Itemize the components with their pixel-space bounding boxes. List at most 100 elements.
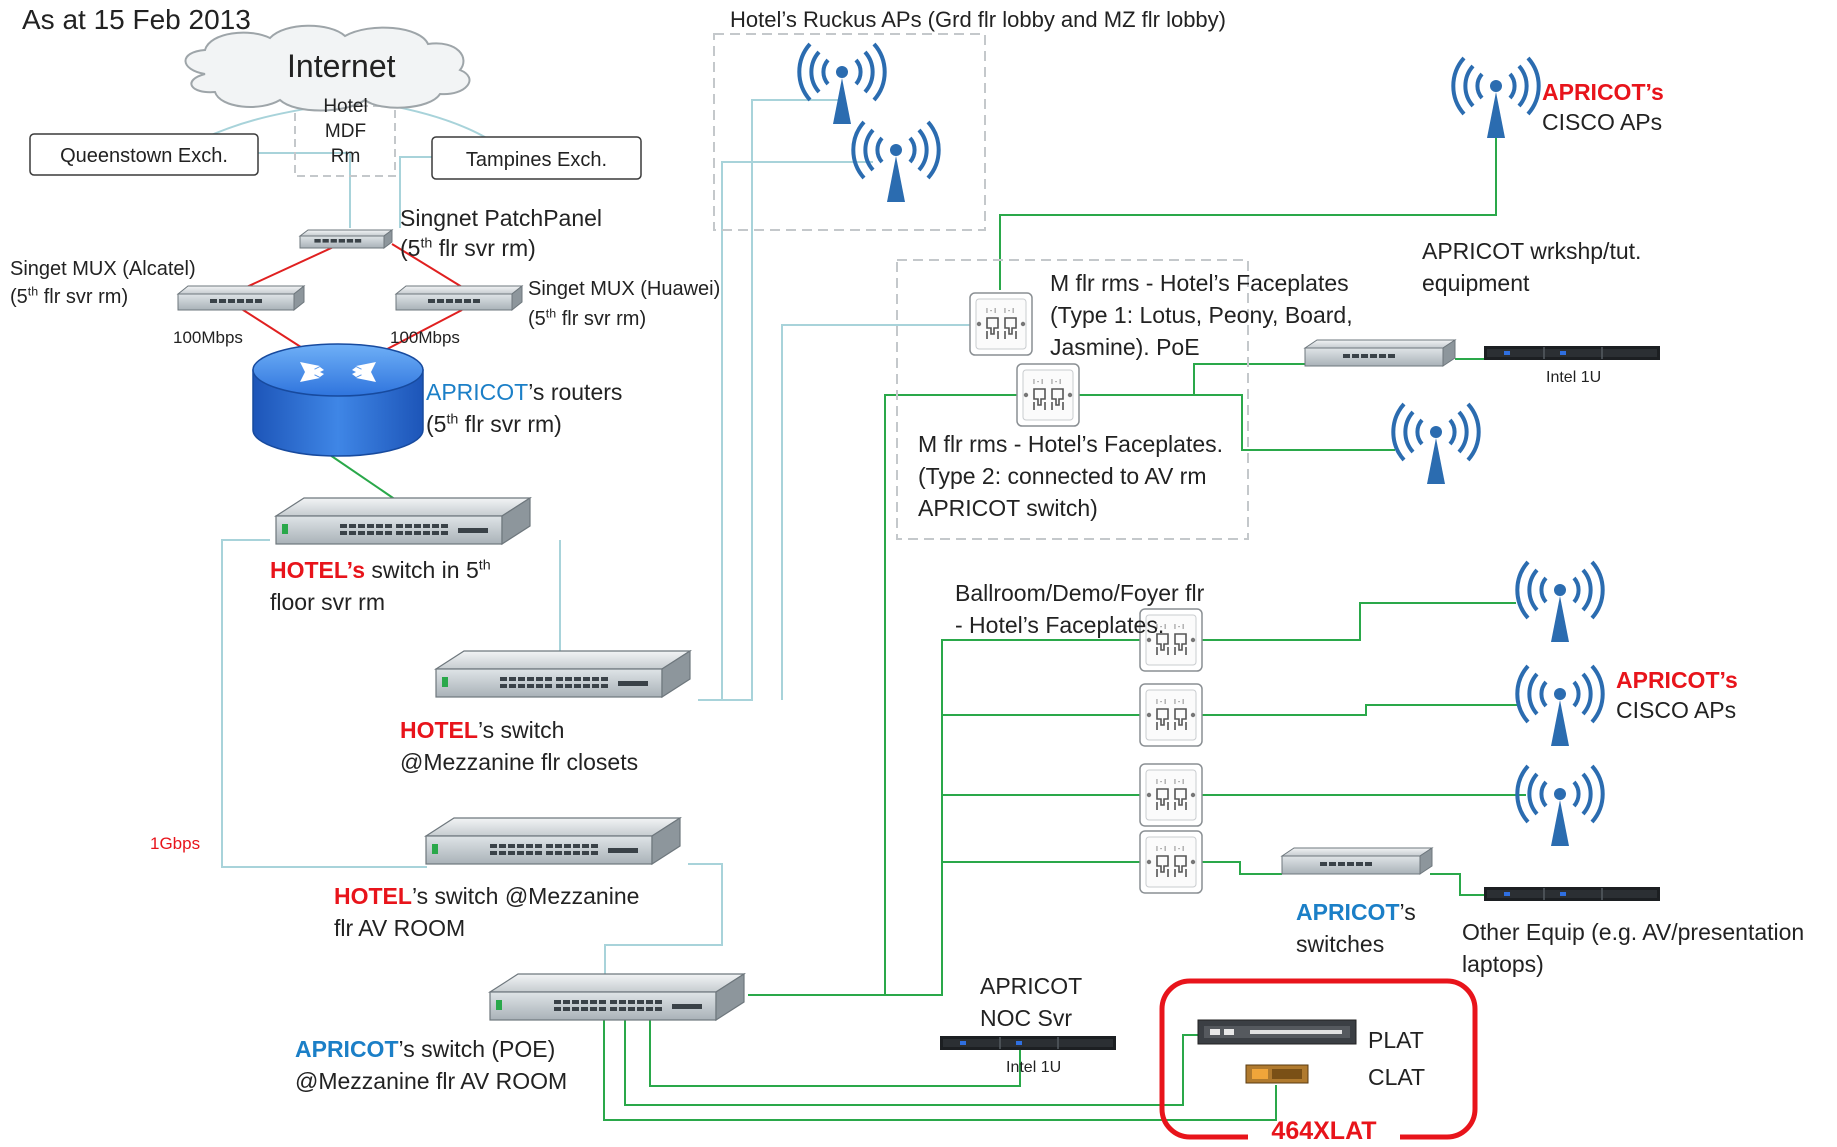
cisco-ap-icon-top [1451, 56, 1541, 140]
mux-huawei-name: Singet MUX (Huawei) [528, 278, 721, 300]
router-device [252, 343, 424, 457]
label-rest: ’s switch (POE) [398, 1036, 556, 1062]
noc-line: NOC Svr [980, 1005, 1072, 1031]
cisco-aps-mid-brand: APRICOT’s [1616, 667, 1738, 693]
apricot-switch-poe-device [487, 972, 747, 1022]
workshop-line: equipment [1422, 270, 1530, 296]
hotel-switch-av-device [423, 816, 683, 866]
cisco-ap-icon-ballroom-2 [1515, 664, 1605, 748]
brand-hotel: HOTEL [334, 883, 412, 909]
link-queenstown-mdf [258, 152, 351, 228]
faceplate-ballroom-3 [1139, 763, 1203, 827]
mux-alcatel-name: Singet MUX (Alcatel) [10, 258, 196, 280]
link-faceplate2-ap [1050, 394, 1395, 451]
patch-panel-location: (5th flr svr rm) [400, 233, 602, 263]
link-faceplate2-wrkshp-switch [1050, 363, 1305, 396]
brand-apricot: APRICOT [1296, 899, 1400, 925]
patch-panel-device [298, 229, 394, 249]
xlat-label-bg [1248, 1124, 1400, 1143]
links-green [329, 132, 1526, 1121]
loc-part: flr svr rm) [432, 235, 536, 261]
noc-line: APRICOT [980, 973, 1083, 999]
apricot-switch-poe-label: APRICOT’s switch (POE) @Mezzanine flr AV… [295, 1033, 567, 1097]
mdf-box [294, 105, 396, 177]
loc-sup: th [545, 306, 557, 321]
mdf-line: MDF [324, 121, 367, 142]
routers-title: APRICOT’s routers [426, 376, 622, 408]
plat-label: PLAT [1368, 1027, 1424, 1053]
internet-cloud [184, 24, 471, 112]
link-poe-clat [603, 1003, 1277, 1121]
hotel-switch-av-label: HOTEL’s switch @Mezzanine flr AV ROOM [334, 880, 639, 944]
faceplates-type2-line: APRICOT switch) [918, 495, 1098, 521]
hotel-switch-mez-title: HOTEL’s switch [400, 714, 638, 746]
patch-panel-name: Singnet PatchPanel [400, 205, 603, 231]
cisco-aps-top-label: APRICOT’s CISCO APs [1542, 77, 1664, 137]
loc-part: flr svr rm) [38, 286, 129, 308]
intel-1u-top-label: Intel 1U [1546, 369, 1602, 386]
link-5th-av-1gbps [221, 539, 427, 868]
brand-apricot: APRICOT [426, 379, 529, 405]
mdf-line: Hotel [323, 96, 368, 117]
link-poe-noc [649, 1003, 1021, 1087]
link-tampines-mdf [399, 156, 432, 228]
faceplate-ballroom-4 [1139, 830, 1203, 894]
links-lightblue [199, 99, 971, 980]
label-rest: ’s switch [477, 717, 565, 743]
ruckus-group-box [713, 33, 986, 231]
label-sup: th [478, 557, 491, 574]
mux-alcatel-label: Singet MUX (Alcatel) (5th flr svr rm) [10, 255, 196, 311]
faceplates-type2-label: M flr rms - Hotel’s Faceplates. (Type 2:… [918, 428, 1223, 524]
apricot-switch-poe-line2: @Mezzanine flr AV ROOM [295, 1068, 568, 1094]
other-equip-server [1483, 886, 1661, 902]
loc-part: flr svr rm) [458, 411, 562, 437]
xlat-box [1159, 978, 1478, 1140]
brand-apricot: APRICOT [295, 1036, 399, 1062]
ballroom-line: Ballroom/Demo/Foyer flr [955, 580, 1205, 606]
queenstown-exch-label: Queenstown Exch. [60, 145, 228, 167]
faceplates-type1-line: M flr rms - Hotel’s Faceplates [1050, 270, 1349, 296]
workshop-line: APRICOT wrkshp/tut. [1422, 238, 1642, 264]
patch-panel-label: Singnet PatchPanel (5th flr svr rm) [400, 203, 602, 263]
cisco-ap-icon-ballroom-1 [1515, 560, 1605, 644]
cisco-aps-top-brand: APRICOT’s [1542, 79, 1664, 105]
other-equip-label: Other Equip (e.g. AV/presentation laptop… [1462, 916, 1804, 980]
hotel-switch-5th-title: HOTEL’s switch in 5th [270, 554, 491, 586]
mdf-line: Rm [330, 146, 361, 167]
mux-alcatel-speed: 100Mbps [173, 328, 243, 347]
hotel-switch-5th-label: HOTEL’s switch in 5th floor svr rm [270, 554, 491, 618]
link-patch-huawei [391, 243, 463, 288]
ruckus-ap-icon-1 [797, 42, 887, 126]
tampines-exch-label: Tampines Exch. [465, 149, 608, 171]
ballroom-label: Ballroom/Demo/Foyer flr - Hotel’s Facepl… [955, 577, 1204, 641]
link-av-poe [604, 863, 723, 980]
faceplate-ballroom-2 [1139, 683, 1203, 747]
faceplates-type2-line: M flr rms - Hotel’s Faceplates. [918, 431, 1224, 457]
mux-huawei-label: Singet MUX (Huawei) (5th flr svr rm) [528, 274, 720, 334]
hotel-switch-5th-device [273, 496, 533, 546]
xlat-label: 464XLAT [1271, 1117, 1377, 1145]
brand-hotel: HOTEL’s [270, 557, 365, 583]
loc-part: (5 [426, 411, 447, 437]
internet-label: Internet [287, 48, 396, 84]
ruckus-aps-label: Hotel’s Ruckus APs (Grd flr lobby and MZ… [730, 7, 1226, 32]
loc-part: flr svr rm) [556, 308, 647, 330]
apricot-switches-line2: switches [1296, 931, 1385, 957]
wrkshp-switch-device [1303, 339, 1457, 367]
intel-1u-noc-label: Intel 1U [1006, 1059, 1062, 1076]
faceplates-type2-line: (Type 2: connected to AV rm [918, 463, 1207, 489]
mdf-label: Hotel MDF Rm [298, 94, 393, 169]
apricot-switches-title: APRICOT’s [1296, 896, 1416, 928]
faceplates-type1-line: (Type 1: Lotus, Peony, Board, [1050, 302, 1353, 328]
workshop-label: APRICOT wrkshp/tut. equipment [1422, 235, 1641, 299]
link-mez-faceplate1 [781, 324, 971, 700]
cisco-ap-icon-faceplate [1391, 402, 1481, 486]
mux-huawei-speed: 100Mbps [390, 328, 460, 347]
loc-sup: th [446, 411, 459, 428]
plat-device [1197, 1019, 1357, 1045]
mux-huawei-device [394, 284, 524, 312]
link-fp2-ap2 [1172, 704, 1518, 716]
hotel-switch-av-line2: flr AV ROOM [334, 915, 466, 941]
